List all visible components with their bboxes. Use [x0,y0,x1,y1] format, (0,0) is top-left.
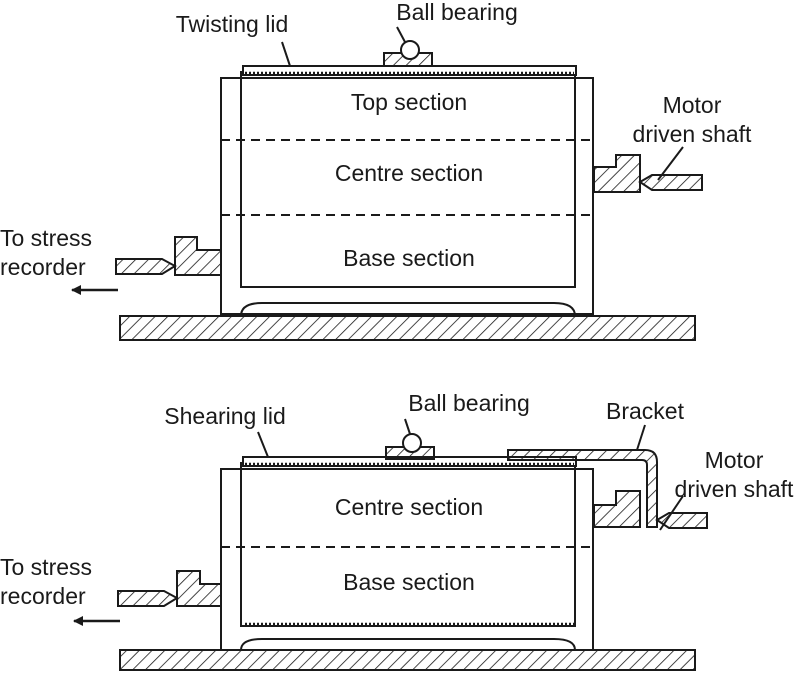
motor-label-line2-bottom: driven shaft [675,476,795,502]
ball-bearing-label-top: Ball bearing [396,0,517,25]
recorder-label-line2-bottom: recorder [0,583,86,609]
centre-section-label-bottom: Centre section [335,494,483,520]
motor-connector [593,154,641,193]
twisting-shear-box [71,26,703,341]
ground-hatch [119,315,696,341]
ball-bearing-icon [400,40,420,60]
base-section-label-bottom: Base section [343,569,475,595]
motor-label-line2-top: driven shaft [633,121,753,147]
ball-bearing-icon-bottom [402,433,422,453]
bracket-label: Bracket [606,398,685,424]
outer-frame-bottom [220,468,594,651]
top-section-label: Top section [351,89,467,115]
recorder-connector-bottom [176,570,222,607]
motor-connector-bottom [593,490,641,528]
recorder-label-line1-top: To stress [0,225,92,251]
base-pad-bottom [240,638,576,651]
centre-section-label-top: Centre section [335,160,483,186]
twisting-lid-label: Twisting lid [176,11,288,37]
base-section-label-top: Base section [343,245,475,271]
motor-shaft-bottom [655,512,708,529]
motor-shaft [638,174,703,191]
recorder-shaft-bottom [117,590,180,607]
recorder-label-line1-bottom: To stress [0,554,92,580]
recorder-shaft [115,258,178,275]
shearing-shear-box [73,418,708,672]
motor-label-line1-top: Motor [663,92,722,118]
shearing-labels: Shearing lid Ball bearing Bracket Centre… [0,390,794,609]
ball-bearing-label-bottom: Ball bearing [408,390,529,416]
base-pad [240,302,576,317]
recorder-label-line2-top: recorder [0,254,86,280]
ground-hatch-bottom [119,649,696,672]
recorder-connector [174,236,222,276]
sample-box-bottom [240,462,576,627]
outer-frame [220,77,594,315]
bracket [507,449,658,528]
twisting-labels: Twisting lid Ball bearing Top section Ce… [0,0,752,280]
shearing-lid-label: Shearing lid [164,403,285,429]
motor-label-line1-bottom: Motor [705,447,764,473]
